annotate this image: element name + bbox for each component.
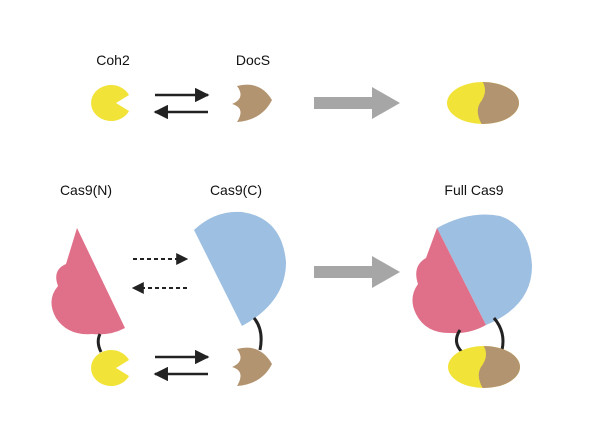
label-coh2: Coh2	[96, 52, 130, 68]
cas9-c-shape	[194, 211, 286, 326]
process-arrow-top	[314, 87, 400, 119]
label-full-cas9: Full Cas9	[444, 182, 504, 198]
coh2-bottom-shape	[91, 349, 129, 386]
label-docs: DocS	[235, 52, 271, 68]
label-cas9-c: Cas9(C)	[209, 182, 263, 198]
coh2-top-shape	[91, 85, 129, 122]
label-cas9-n: Cas9(N)	[59, 182, 113, 198]
coh2-docs-complex-top	[447, 82, 519, 124]
full-cas9-complex	[412, 214, 532, 388]
cas9-n-linker	[96, 333, 103, 353]
docs-top-shape	[232, 84, 272, 122]
docs-bottom-shape	[232, 347, 272, 386]
process-arrow-bottom	[314, 256, 400, 288]
cas9-c-linker	[252, 317, 263, 351]
cas9-n-shape	[51, 228, 125, 335]
